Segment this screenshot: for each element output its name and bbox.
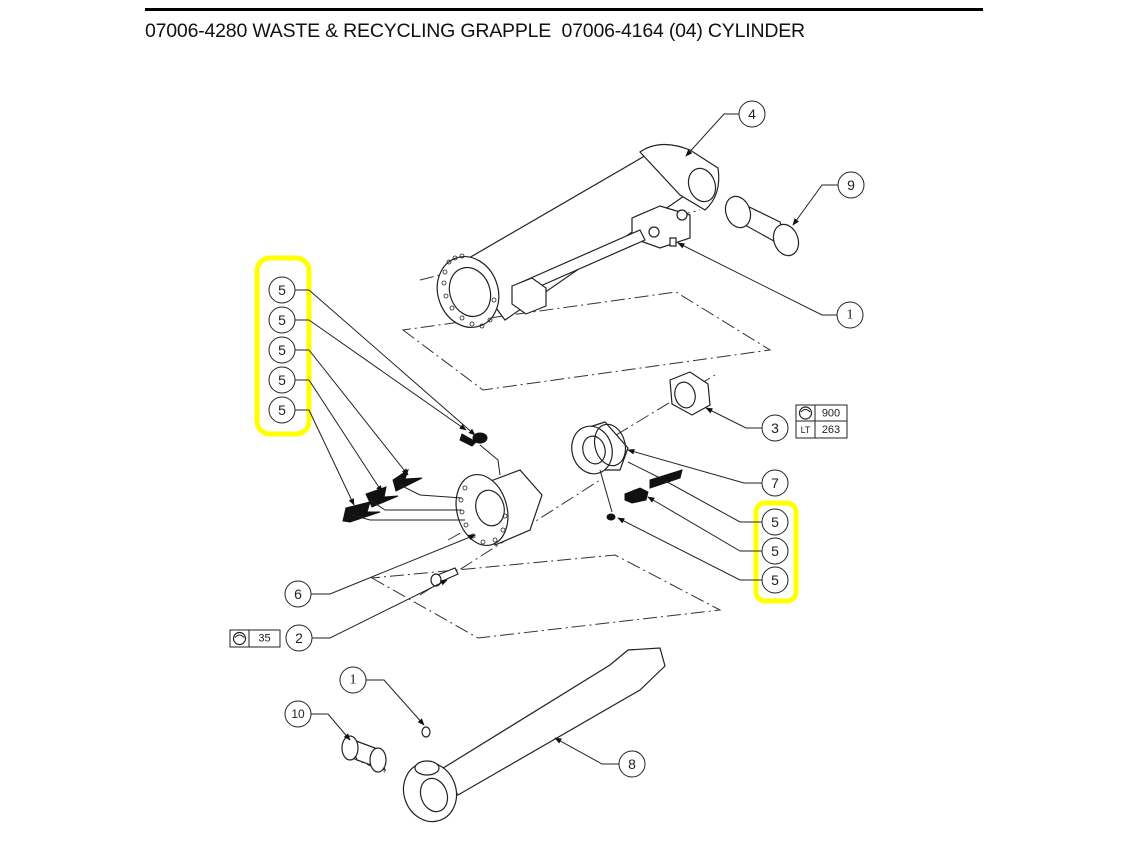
loctite-label: LT	[801, 425, 811, 435]
gland-part-6	[455, 469, 543, 546]
header-rule	[145, 8, 983, 11]
wrench-socket-icon	[232, 631, 247, 646]
nut-part-3	[669, 371, 711, 416]
balloon-9-label: 9	[847, 177, 855, 193]
loctite-value: 263	[822, 424, 840, 436]
balloon-2[interactable]: 2	[285, 624, 313, 652]
seal-leader-extensions	[351, 444, 661, 521]
balloon-5-label: 5	[278, 372, 286, 388]
bushing-part-10	[341, 735, 387, 773]
bolt-part-2	[430, 567, 459, 587]
balloon-5-left-3[interactable]: 5	[268, 336, 296, 364]
construction-lines	[344, 209, 772, 773]
balloon-6-label: 6	[294, 586, 302, 602]
balloon-10[interactable]: 10	[284, 700, 312, 728]
balloon-5-right-3[interactable]: 5	[761, 566, 789, 594]
balloon-3[interactable]: 3	[761, 414, 789, 442]
balloon-7[interactable]: 7	[761, 469, 789, 497]
balloon-5-label: 5	[278, 282, 286, 298]
left-balloon-ticks	[295, 289, 309, 411]
barrel-flange-holes	[441, 253, 497, 329]
page-title: 07006-4280 WASTE & RECYCLING GRAPPLE 070…	[145, 20, 805, 42]
balloon-1-top-label: 1	[847, 308, 854, 323]
balloon-1-top[interactable]: 1	[836, 301, 864, 329]
torque-table-item-2: 35	[229, 629, 281, 648]
balloon-5-label: 5	[278, 402, 286, 418]
balloon-5-label: 5	[771, 572, 779, 588]
balloon-8-label: 8	[628, 756, 636, 772]
balloon-5-left-5[interactable]: 5	[268, 396, 296, 424]
balloon-4-label: 4	[748, 106, 756, 122]
balloon-3-label: 3	[771, 420, 779, 436]
balloon-5-left-1[interactable]: 5	[268, 276, 296, 304]
balloon-6[interactable]: 6	[284, 580, 312, 608]
torque-value: 35	[258, 633, 270, 645]
balloon-10-label: 10	[291, 707, 305, 721]
barrel-part	[436, 143, 720, 328]
highlight-right-group	[753, 500, 799, 604]
leader-lines	[308, 113, 838, 765]
torque-table-item-3: 900 LT 263	[795, 404, 848, 439]
balloon-4[interactable]: 4	[738, 100, 766, 128]
rod-part-8	[402, 647, 666, 823]
balloon-1-bottom-label: 1	[350, 673, 357, 688]
balloon-5-label: 5	[771, 514, 779, 530]
balloon-5-right-1[interactable]: 5	[761, 508, 789, 536]
bushing-part-9	[724, 195, 800, 257]
balloon-5-label: 5	[278, 342, 286, 358]
balloon-5-right-2[interactable]: 5	[761, 537, 789, 565]
balloon-5-left-4[interactable]: 5	[268, 366, 296, 394]
balloon-1-bottom[interactable]: 1	[339, 666, 367, 694]
wrench-socket-icon	[798, 406, 813, 420]
balloon-2-label: 2	[295, 630, 303, 646]
piston-part-7	[571, 421, 629, 475]
highlight-left-group	[254, 255, 312, 437]
balloon-5-left-2[interactable]: 5	[268, 306, 296, 334]
balloon-5-label: 5	[278, 312, 286, 328]
balloon-8[interactable]: 8	[618, 750, 646, 778]
balloon-7-label: 7	[771, 475, 779, 491]
torque-value: 900	[822, 408, 840, 420]
balloon-9[interactable]: 9	[837, 171, 865, 199]
balloon-5-label: 5	[771, 543, 779, 559]
